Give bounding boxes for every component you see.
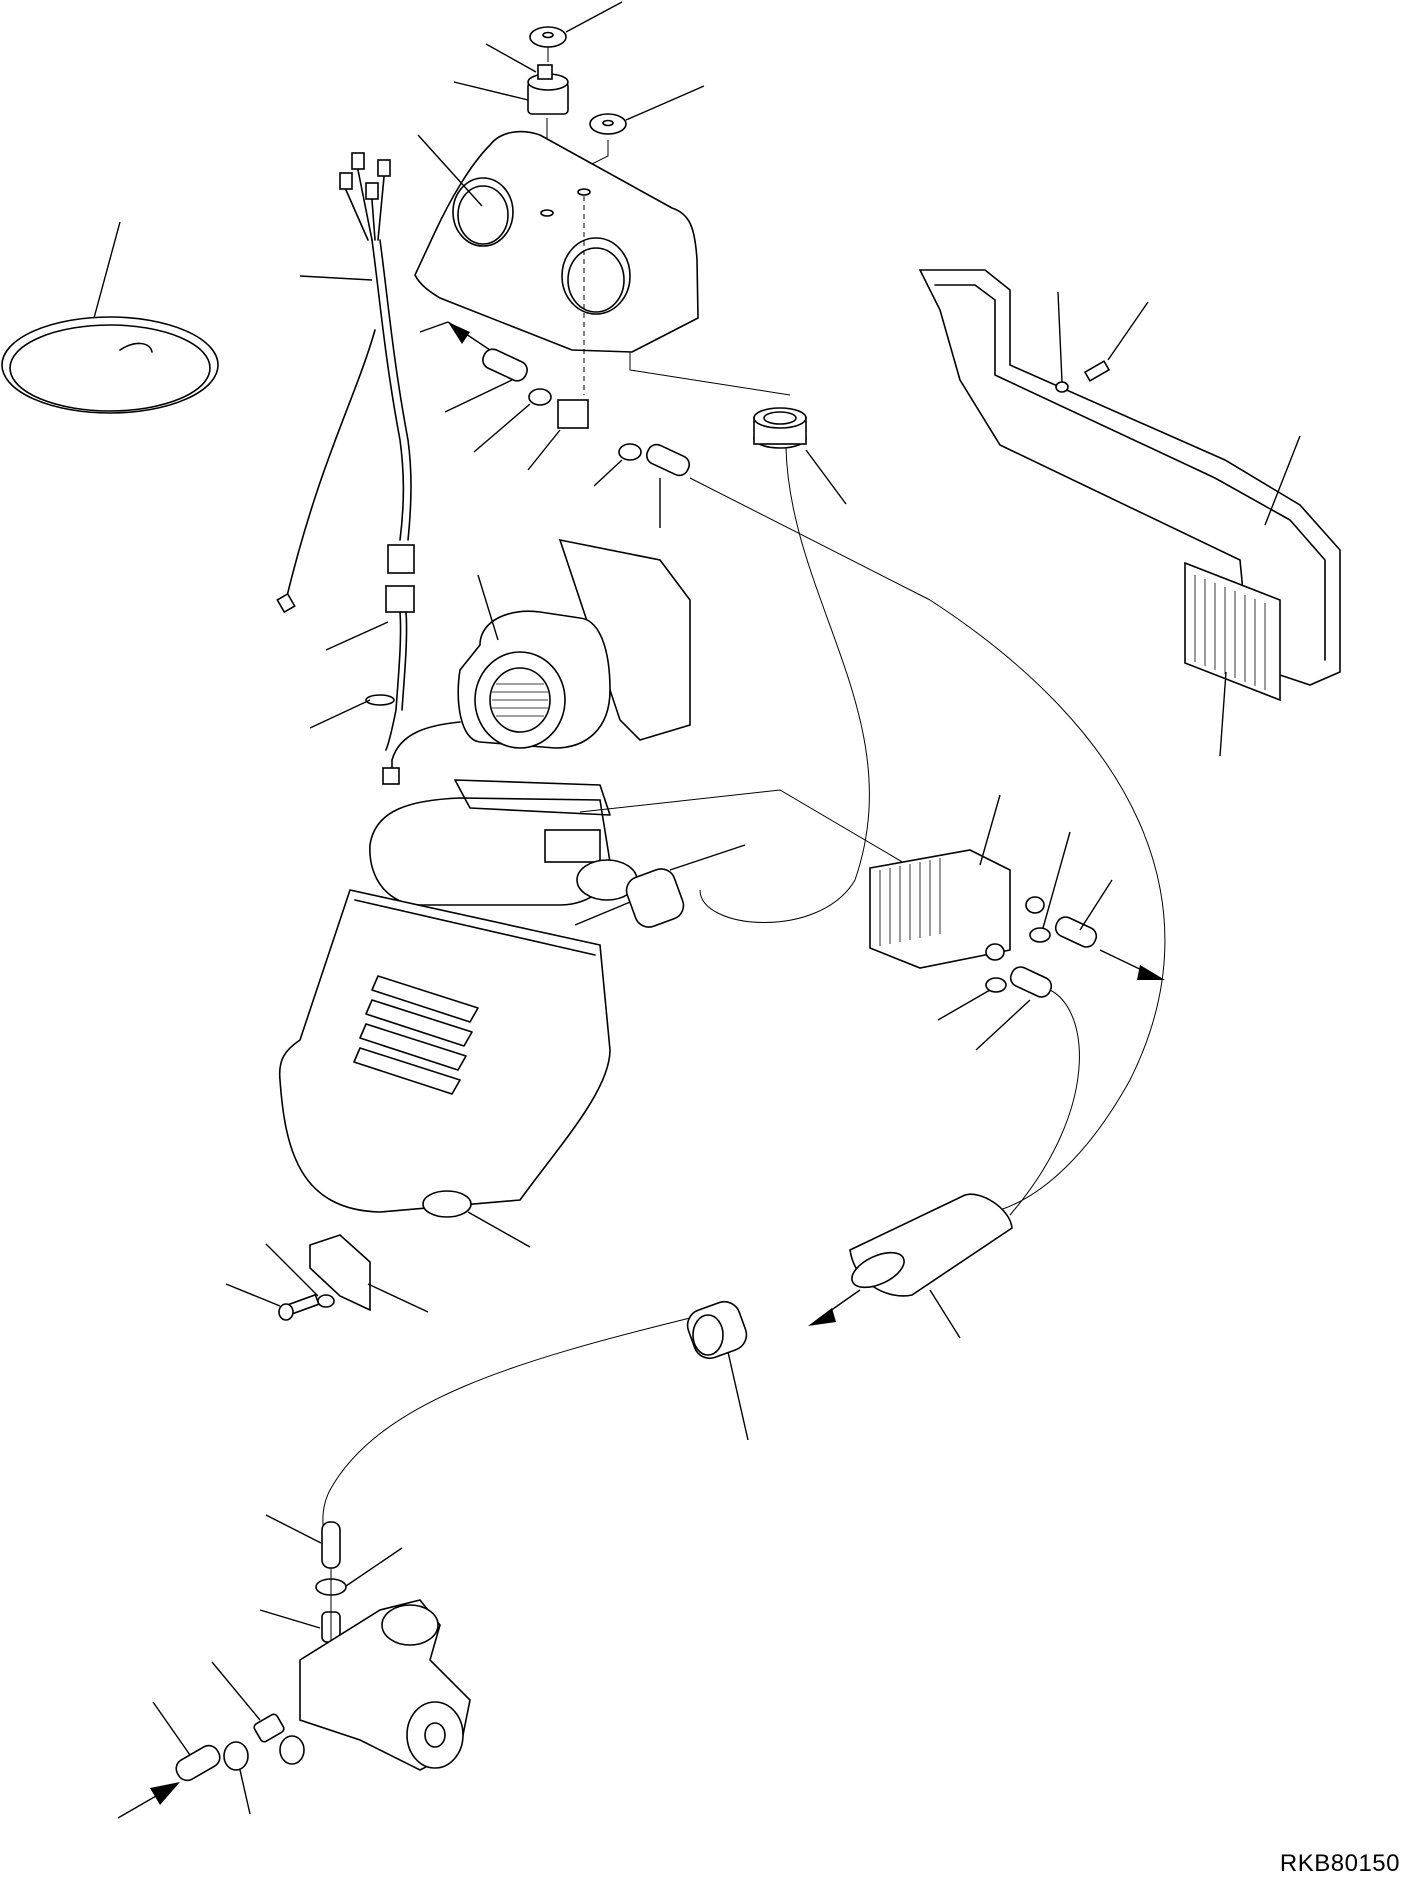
- bracket: [225, 1234, 429, 1321]
- grommet-lower: [322, 1300, 749, 1536]
- blower-motor: [382, 538, 691, 785]
- duct: [918, 269, 1341, 686]
- washer-top: [529, 1, 623, 62]
- washer-right: [583, 85, 705, 188]
- grommet-top: [699, 407, 870, 923]
- filter: [1184, 561, 1281, 757]
- drawing-code: RKB80150: [1279, 1850, 1400, 1877]
- hose-line: [929, 599, 1166, 1211]
- heater-unit-case: [278, 779, 951, 1248]
- water-pump-assembly: [117, 1514, 471, 1819]
- wire-harness: [276, 152, 415, 751]
- grommet-mid: [625, 844, 746, 928]
- cable-coil: [1, 221, 219, 414]
- switch: [453, 43, 569, 212]
- valve-assembly: [419, 321, 931, 601]
- oval-hose: [808, 1193, 1013, 1339]
- cover-upper: [414, 130, 791, 396]
- heater-core: [869, 794, 1165, 1216]
